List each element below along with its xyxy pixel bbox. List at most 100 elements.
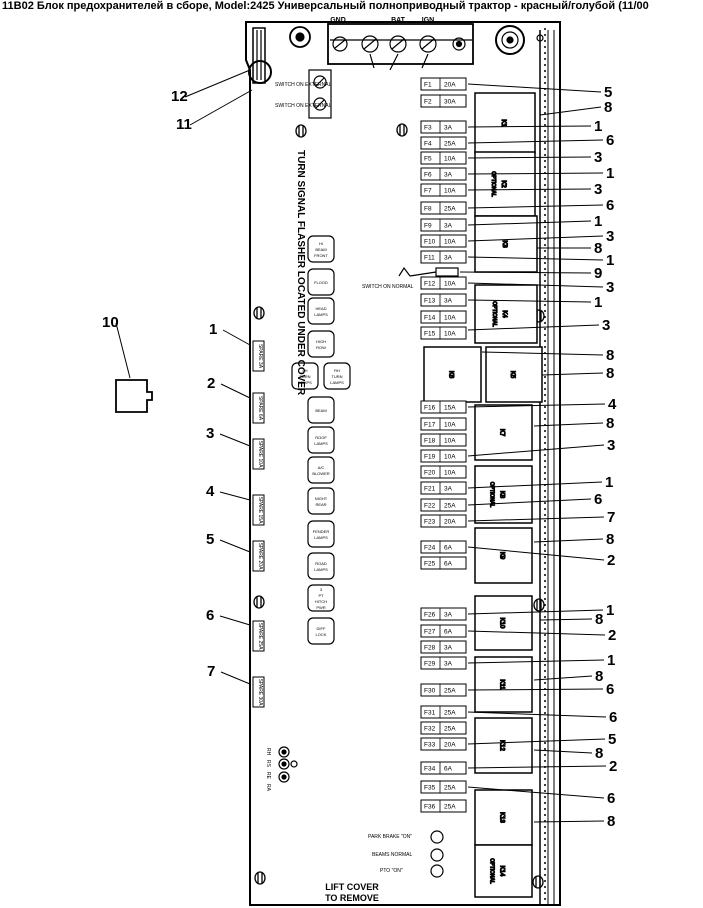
callout-number: 3 (594, 181, 602, 198)
fuse-rating: 25A (444, 785, 456, 792)
callout-number: 1 (605, 474, 613, 491)
fuse-f12: F12 10A (420, 276, 467, 290)
leader-line (533, 820, 605, 823)
leader-line (467, 220, 592, 226)
fuse-id: F19 (424, 454, 436, 461)
callout-number: 8 (606, 347, 614, 364)
fuse-rating: 6A (444, 545, 453, 552)
legend-ra: RA (265, 784, 271, 792)
leader-line (222, 329, 251, 346)
circuit-label-text: BEAM (315, 247, 326, 252)
spare-label: SPARE 30A (257, 679, 263, 707)
callout-number: 1 (209, 321, 217, 338)
relay-id: K11 (499, 679, 505, 690)
leader-line (459, 271, 592, 274)
relay-k11: K11 (474, 656, 533, 713)
circuit-label-text: BEAM (315, 408, 326, 413)
fuse-rating: 25A (444, 206, 456, 213)
fuse-id: F3 (424, 125, 432, 132)
callout-number: 8 (604, 99, 612, 116)
circuit-label-text: HITCH (315, 599, 327, 604)
fuse-rating: 15A (444, 405, 456, 412)
leader-line (219, 433, 251, 447)
page-title: 11B02 Блок предохранителей в сборе, Mode… (2, 0, 649, 12)
fuse-rating: 10A (444, 315, 456, 322)
spare-label: SPARE 25A (257, 623, 263, 651)
callout-number: 5 (604, 84, 612, 101)
leader-line (467, 125, 592, 128)
leader-line (467, 156, 592, 159)
leader-line (189, 89, 253, 126)
leader-line (467, 738, 606, 745)
fuse-rating: 10A (444, 331, 456, 338)
circuit-label-1: FLOOD (307, 268, 335, 296)
leader-line (467, 688, 604, 691)
fuse-id: F14 (424, 315, 436, 322)
fuse-id: F26 (424, 612, 436, 619)
fuse-rating: 10A (444, 438, 456, 445)
fuse-rating: 6A (444, 766, 453, 773)
leader-line (467, 256, 604, 261)
leader-line (467, 282, 604, 288)
circuit-label-text: BLOWER (312, 471, 329, 476)
fuse-id: F32 (424, 726, 436, 733)
leader-line (467, 324, 600, 331)
fuse-f14: F14 10A (420, 310, 467, 324)
leader-line (539, 106, 602, 116)
callout-number: 6 (606, 681, 614, 698)
relay-id: K8 (499, 491, 505, 499)
relay-k10: K10 (474, 595, 533, 651)
left-holder-bar (252, 27, 266, 84)
callout-number: 8 (606, 415, 614, 432)
fuse-id: F30 (424, 688, 436, 695)
circuit-label-text: DIFF (317, 626, 326, 631)
callout-number: 3 (606, 279, 614, 296)
fuse-rating: 3A (444, 223, 453, 230)
circuit-label-text: LH (302, 368, 307, 373)
fuse-id: F36 (424, 804, 436, 811)
terminal-strip (327, 23, 474, 65)
spare-label: SPARE 3A (257, 344, 263, 369)
leader-line (541, 372, 604, 376)
leader-line (467, 444, 605, 457)
bottom-label-beams: BEAMS NORMAL (372, 852, 413, 858)
callout-number: 2 (608, 627, 616, 644)
callout-number: 6 (606, 197, 614, 214)
callout-number: 10 (102, 314, 119, 331)
flasher-note: TURN SIGNAL FLASHER LOCATED UNDER COVER (295, 150, 306, 396)
lift-cover-line2: TO REMOVE (325, 893, 379, 903)
circuit-label-text: LAMPS (314, 312, 328, 317)
leader-line (220, 671, 251, 685)
relay-id: K10 (499, 618, 505, 629)
callout-number: 1 (606, 602, 614, 619)
fuse-rating: 10A (444, 281, 456, 288)
relay-k12: K12 (474, 717, 533, 774)
spare-fuse-1: SPARE 6A (252, 392, 265, 424)
circuit-label-text: 3 (320, 587, 323, 592)
relay-id: K1 (500, 119, 506, 127)
fuse-id: F17 (424, 422, 436, 429)
fuse-id: F1 (424, 82, 432, 89)
relay-k3: K3 (474, 215, 538, 273)
fuse-rating: 3A (444, 612, 453, 619)
leader-line (467, 139, 604, 144)
leader-line (467, 498, 592, 506)
fuse-rating: 10A (444, 422, 456, 429)
relay-note: OPTIONAL (489, 858, 495, 884)
fuse-id: F12 (424, 281, 436, 288)
relay-note: OPTIONAL (489, 482, 495, 508)
leader-line (467, 609, 604, 615)
relay-k9: K9 (474, 527, 533, 584)
